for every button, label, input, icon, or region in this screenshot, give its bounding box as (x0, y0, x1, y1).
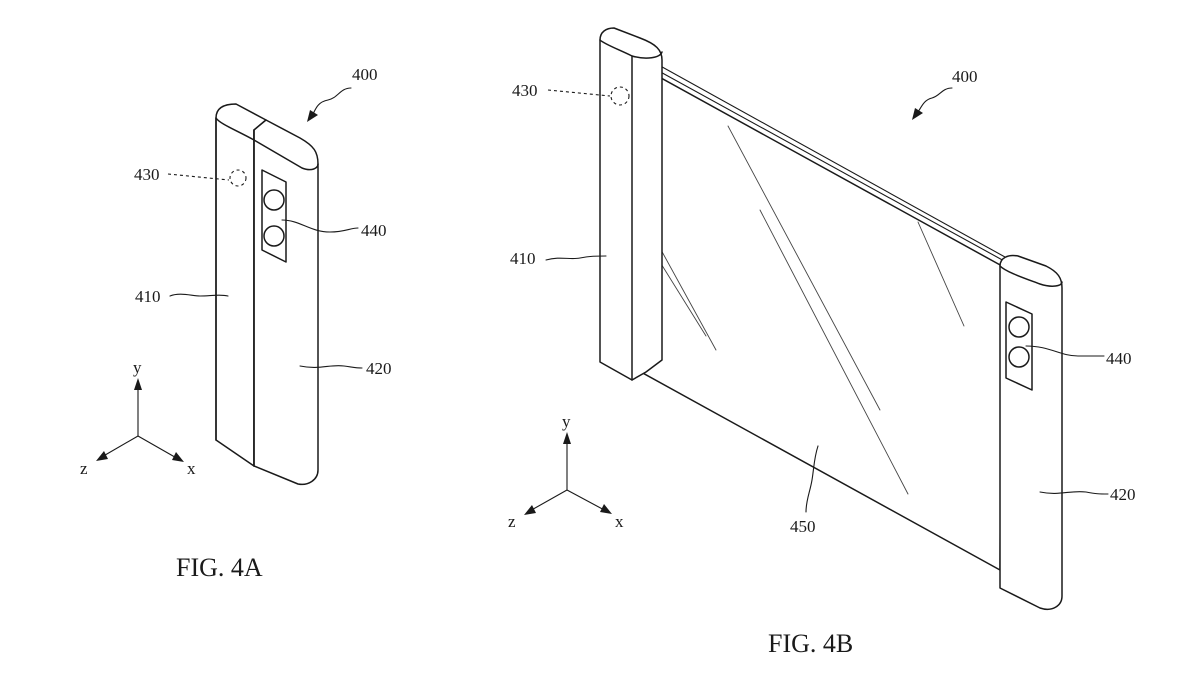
label-450-4b: 450 (790, 517, 816, 536)
label-410-4a: 410 (135, 287, 161, 306)
display-450 (630, 58, 1014, 570)
axes-4b: y x z (508, 412, 624, 531)
figure-4a: 400 430 440 410 420 y x z FIG. 4A (80, 65, 392, 582)
axis-y-label-4a: y (133, 358, 142, 377)
axes-4a: y x z (80, 358, 196, 478)
label-440-4a: 440 (361, 221, 387, 240)
axis-x-label-4a: x (187, 459, 196, 478)
first-housing-410-4b (600, 28, 662, 380)
axis-y-label-4b: y (562, 412, 571, 431)
arrow-400-4b (912, 108, 923, 120)
axis-z-label-4a: z (80, 459, 88, 478)
arrow-400-4a (307, 110, 318, 122)
leader-400-4b (918, 88, 952, 112)
leader-400-4a (313, 88, 351, 114)
label-410-4b: 410 (510, 249, 536, 268)
figure-4b: 400 430 410 440 420 450 y x z FIG. 4B (508, 28, 1136, 658)
label-400-4a: 400 (352, 65, 378, 84)
label-430-4b: 430 (512, 81, 538, 100)
label-400-4b: 400 (952, 67, 978, 86)
label-420-4b: 420 (1110, 485, 1136, 504)
label-430-4a: 430 (134, 165, 160, 184)
label-440-4b: 440 (1106, 349, 1132, 368)
axis-z-label-4b: z (508, 512, 516, 531)
caption-fig-4a: FIG. 4A (176, 553, 263, 582)
label-420-4a: 420 (366, 359, 392, 378)
axis-x-label-4b: x (615, 512, 624, 531)
caption-fig-4b: FIG. 4B (768, 629, 853, 658)
second-housing-420-4b (1000, 255, 1062, 609)
leader-410-4b (546, 256, 606, 260)
